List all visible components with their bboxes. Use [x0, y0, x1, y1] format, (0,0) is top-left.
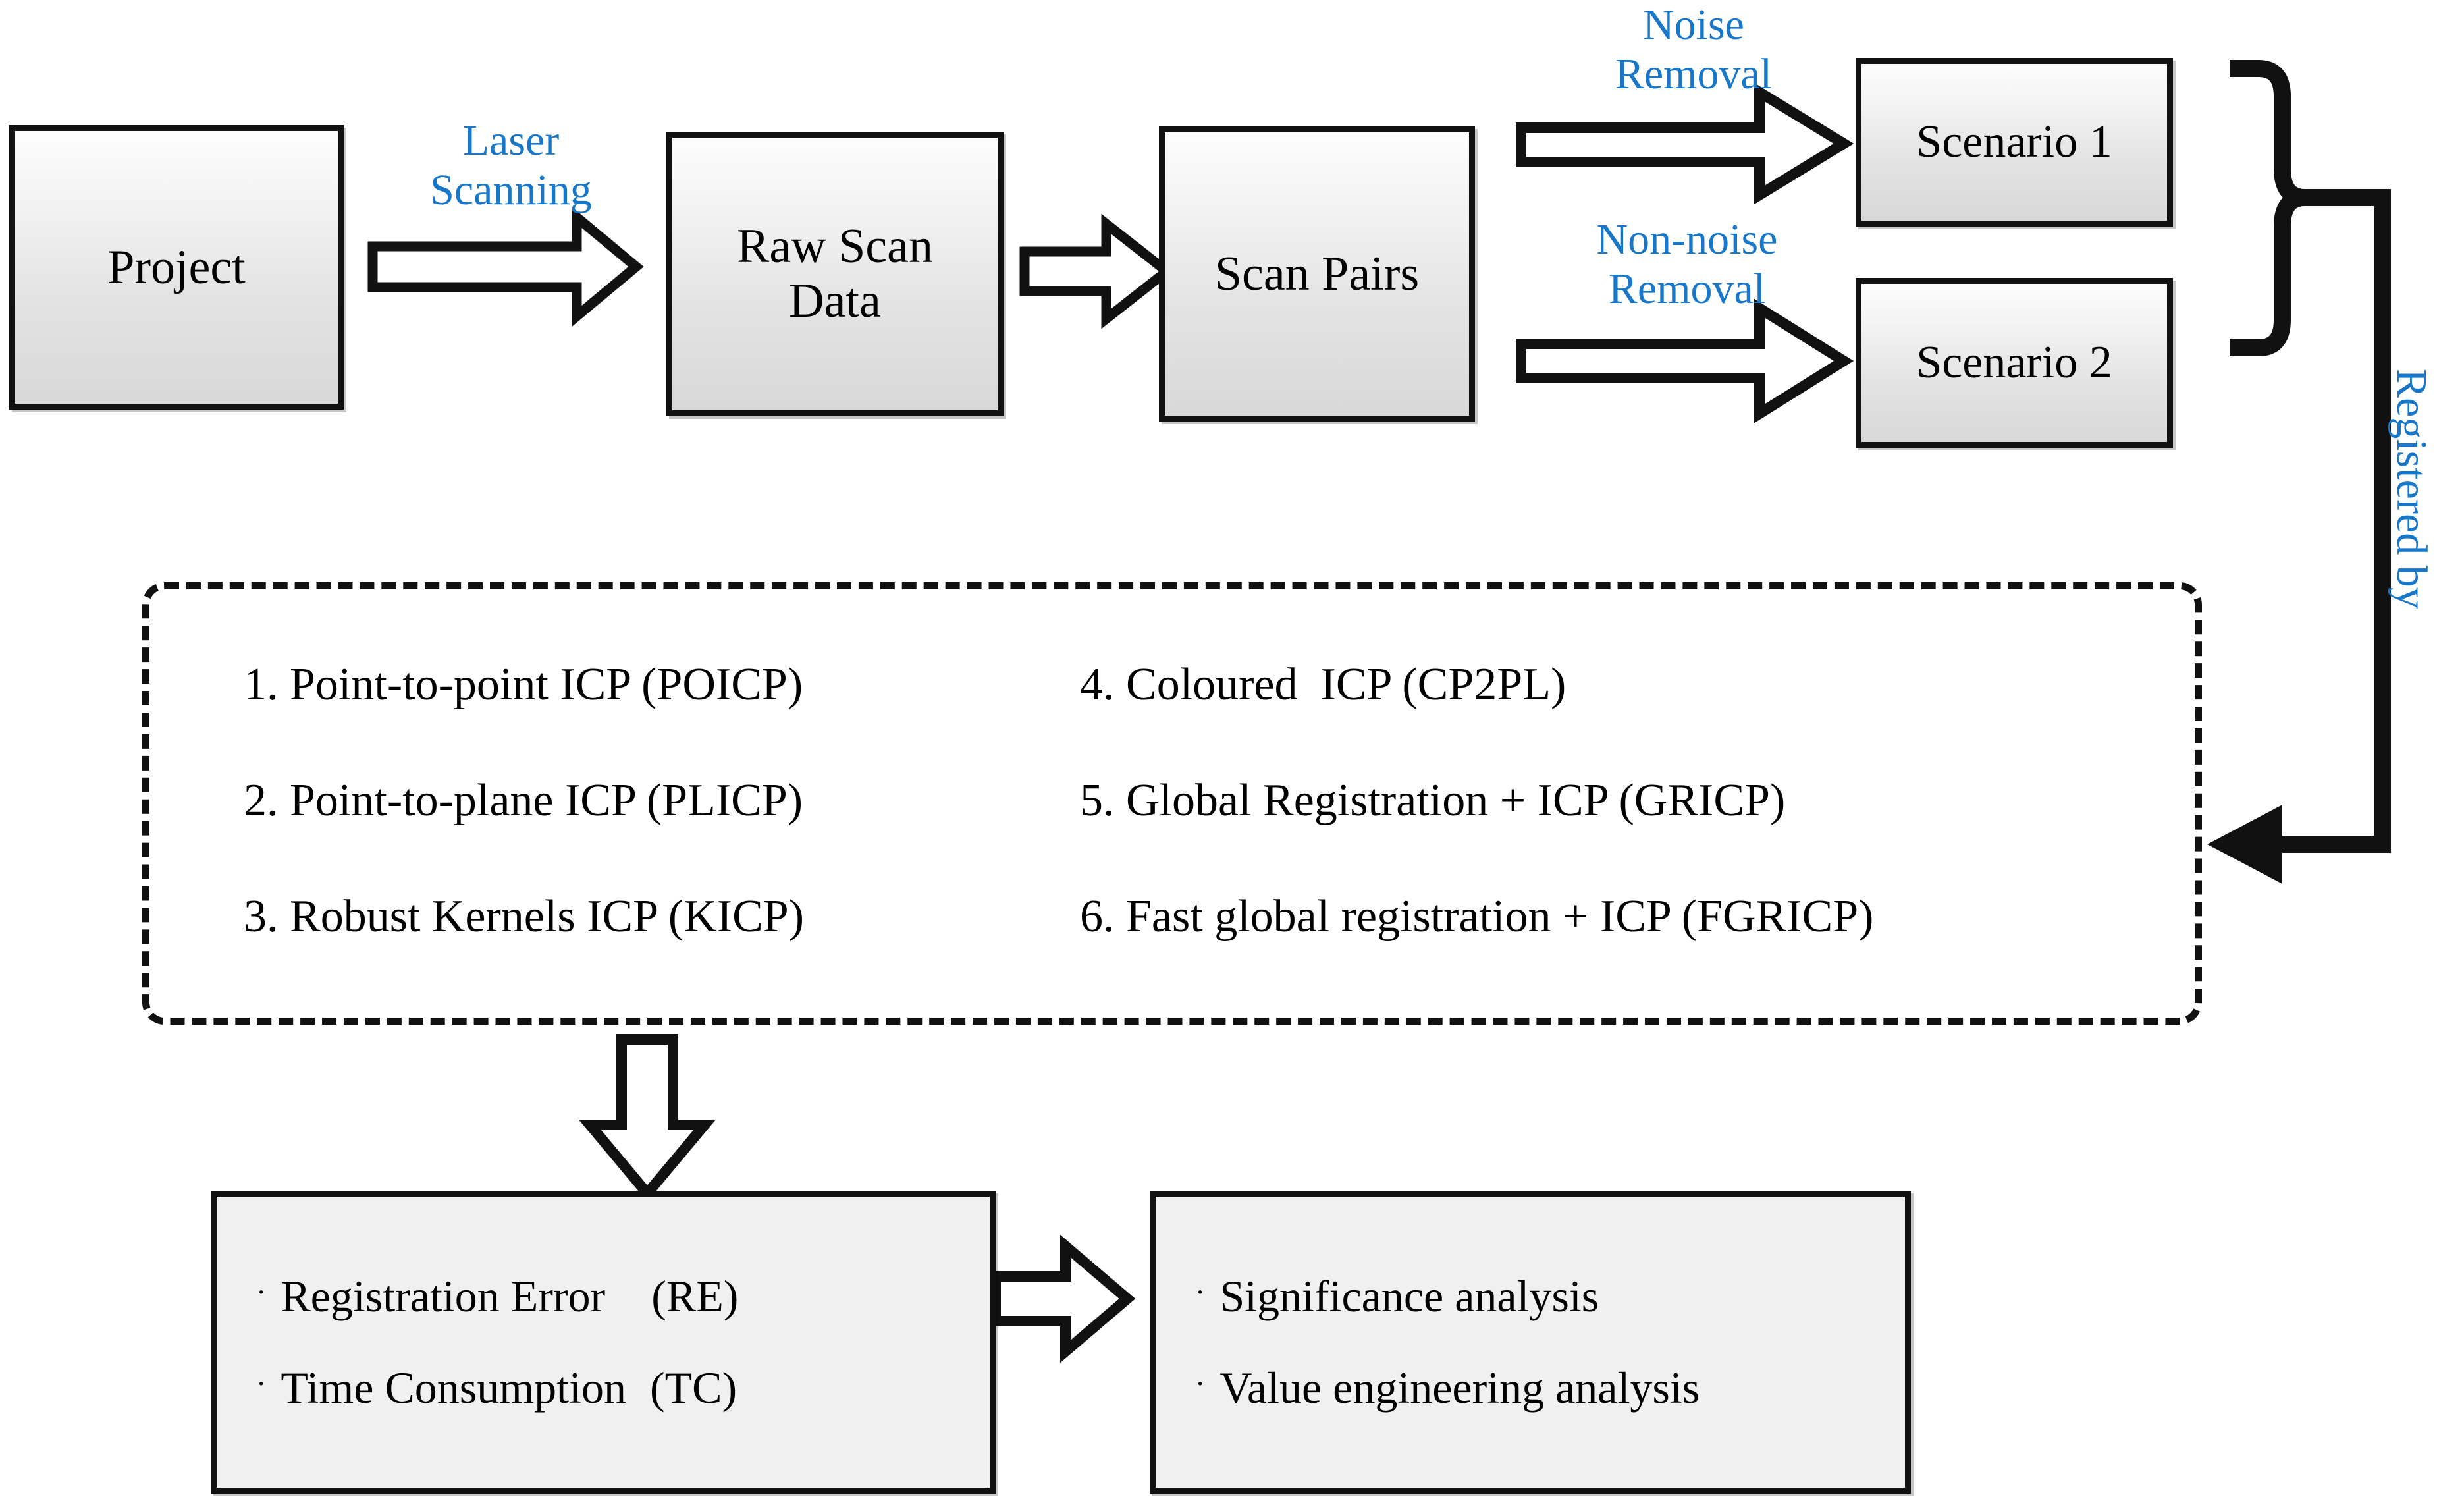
bullet-icon: · — [256, 1275, 267, 1309]
node-project[interactable]: Project — [9, 125, 344, 410]
bullet-icon: · — [1195, 1275, 1206, 1309]
edge-label-non-noise-removal: Non-noise Removal — [1596, 215, 1778, 313]
bullet-icon: · — [256, 1367, 267, 1400]
arrow-registered-by — [2207, 189, 2391, 884]
scenario-grouping-brace — [2230, 60, 2313, 356]
node-raw-scan-data-line2: Data — [789, 274, 881, 328]
metrics-row-1-abbr: (TC) — [649, 1363, 737, 1413]
arrow-methods-to-metrics — [578, 1034, 716, 1202]
metrics-row-1: · Time Consumption (TC) — [256, 1362, 990, 1414]
node-raw-scan-data-line1: Raw Scan — [737, 219, 933, 274]
method-item-3[interactable]: 3. Robust Kernels ICP (KICP) — [244, 891, 805, 942]
metrics-row-0: · Registration Error (RE) — [256, 1270, 990, 1322]
method-item-4[interactable]: 4. Coloured ICP (CP2PL) — [1080, 659, 1567, 710]
node-project-label: Project — [107, 240, 246, 294]
analysis-row-1-label: Value engineering analysis — [1219, 1363, 1700, 1413]
edge-label-noise-removal: Noise Removal — [1615, 1, 1773, 99]
node-scenario-2[interactable]: Scenario 2 — [1856, 278, 2173, 448]
analysis-row-0: · Significance analysis — [1195, 1270, 1905, 1322]
metrics-box[interactable]: · Registration Error (RE) · Time Consump… — [211, 1191, 996, 1494]
method-item-1[interactable]: 1. Point-to-point ICP (POICP) — [244, 659, 803, 710]
node-scenario-1-label: Scenario 1 — [1916, 116, 2112, 167]
metrics-row-0-abbr: (RE) — [651, 1271, 739, 1321]
analysis-row-1: · Value engineering analysis — [1195, 1362, 1905, 1414]
node-scenario-1[interactable]: Scenario 1 — [1856, 58, 2173, 227]
analysis-row-0-label: Significance analysis — [1219, 1271, 1599, 1321]
method-item-5[interactable]: 5. Global Registration + ICP (GRICP) — [1080, 775, 1786, 826]
bullet-icon: · — [1195, 1367, 1206, 1400]
edge-label-laser-scanning: Laser Scanning — [430, 117, 592, 215]
node-scan-pairs-label: Scan Pairs — [1214, 246, 1420, 301]
methods-container — [142, 582, 2202, 1025]
metrics-row-0-name: Registration Error — [281, 1271, 606, 1321]
arrow-raw-to-pairs — [1019, 213, 1175, 329]
method-item-6[interactable]: 6. Fast global registration + ICP (FGRIC… — [1080, 891, 1874, 942]
arrow-metrics-to-analysis — [990, 1234, 1136, 1363]
node-raw-scan-data[interactable]: Raw Scan Data — [666, 132, 1004, 416]
edge-label-registered-by: Registered by — [2388, 369, 2436, 609]
node-scenario-2-label: Scenario 2 — [1916, 337, 2112, 388]
method-item-2[interactable]: 2. Point-to-plane ICP (PLICP) — [244, 775, 803, 826]
arrow-pairs-to-scenario2 — [1516, 298, 1854, 423]
arrow-pairs-to-scenario1 — [1516, 82, 1854, 205]
metrics-row-1-name: Time Consumption — [281, 1363, 626, 1413]
node-scan-pairs[interactable]: Scan Pairs — [1159, 126, 1475, 422]
analysis-box[interactable]: · Significance analysis · Value engineer… — [1150, 1191, 1911, 1494]
arrow-project-to-raw — [367, 206, 644, 327]
